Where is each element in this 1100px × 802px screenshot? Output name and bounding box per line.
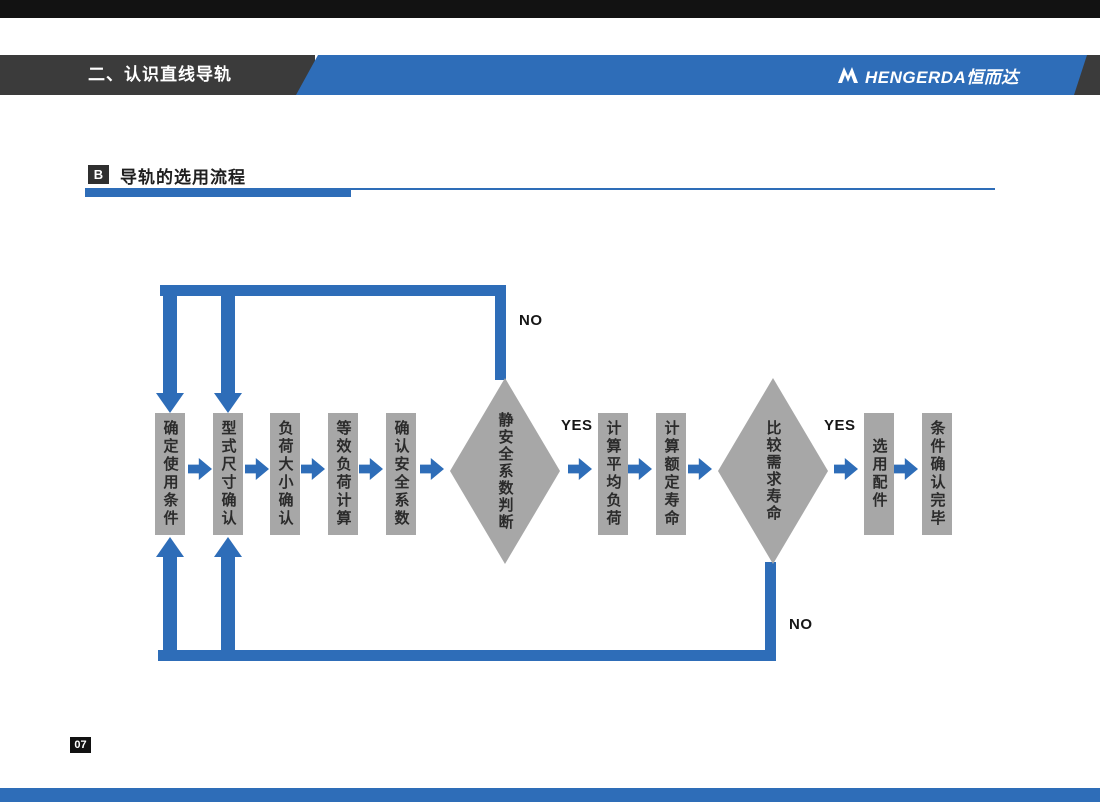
flow-arrow-icon	[688, 458, 712, 480]
flow-step-average-load-calc: 计算平均负荷	[598, 413, 628, 535]
flow-step-load-size-confirm: 负荷大小确认	[270, 413, 300, 535]
flow-arrow-icon	[894, 458, 918, 480]
no-label-top: NO	[519, 312, 543, 329]
loop-top-arrow2-head-icon	[214, 393, 242, 413]
yes-label-2: YES	[824, 417, 856, 434]
loop-top-arrow1-head-icon	[156, 393, 184, 413]
brand-logo: HENGERDA恒而达	[835, 55, 1019, 95]
flow-arrow-icon	[301, 458, 325, 480]
loop-top-vertical-line	[495, 285, 506, 380]
flow-arrow-icon	[420, 458, 444, 480]
loop-bottom-arrow2-head-icon	[214, 537, 242, 557]
logo-icon	[838, 67, 858, 83]
flow-step-conditions-complete: 条件确认完毕	[922, 413, 952, 535]
flow-step-equivalent-load-calc: 等效负荷计算	[328, 413, 358, 535]
flow-step-rated-life-calc: 计算额定寿命	[656, 413, 686, 535]
section-badge: B	[88, 165, 109, 184]
flow-step-select-accessories: 选用配件	[864, 413, 894, 535]
flow-step-confirm-safety-factor: 确认安全系数	[386, 413, 416, 535]
no-label-bottom: NO	[789, 616, 813, 633]
flow-decision-compare-required-life: 比较需求寿命	[718, 378, 828, 564]
top-black-bar	[0, 0, 1100, 18]
flow-step-type-size-confirm: 型式尺寸确认	[213, 413, 243, 535]
section-underline-thin	[351, 188, 995, 190]
flow-arrow-icon	[568, 458, 592, 480]
loop-bottom-horizontal-line	[158, 650, 776, 661]
loop-top-arrow1-shaft	[163, 285, 177, 395]
loop-top-arrow2-shaft	[221, 285, 235, 395]
bottom-blue-bar	[0, 788, 1100, 802]
flow-decision-static-safety-factor: 静安全系数判断	[450, 378, 560, 564]
flow-arrow-icon	[359, 458, 383, 480]
brand-logo-text: HENGERDA恒而达	[865, 67, 1019, 87]
loop-bottom-arrow1-shaft	[163, 555, 177, 661]
page-number: 07	[70, 737, 91, 753]
flow-arrow-icon	[245, 458, 269, 480]
flow-arrow-icon	[188, 458, 212, 480]
flow-arrow-icon	[628, 458, 652, 480]
header-dark-band	[0, 55, 315, 95]
loop-top-horizontal-line	[160, 285, 506, 296]
flow-step-determine-usage-conditions: 确定使用条件	[155, 413, 185, 535]
loop-bottom-vertical-line	[765, 562, 776, 657]
section-title: 导轨的选用流程	[120, 168, 246, 187]
page-title: 二、认识直线导轨	[88, 65, 232, 84]
loop-bottom-arrow2-shaft	[221, 555, 235, 661]
yes-label-1: YES	[561, 417, 593, 434]
flow-arrow-icon	[834, 458, 858, 480]
section-underline-thick	[85, 188, 351, 197]
loop-bottom-arrow1-head-icon	[156, 537, 184, 557]
header-blue-band	[296, 55, 1100, 95]
